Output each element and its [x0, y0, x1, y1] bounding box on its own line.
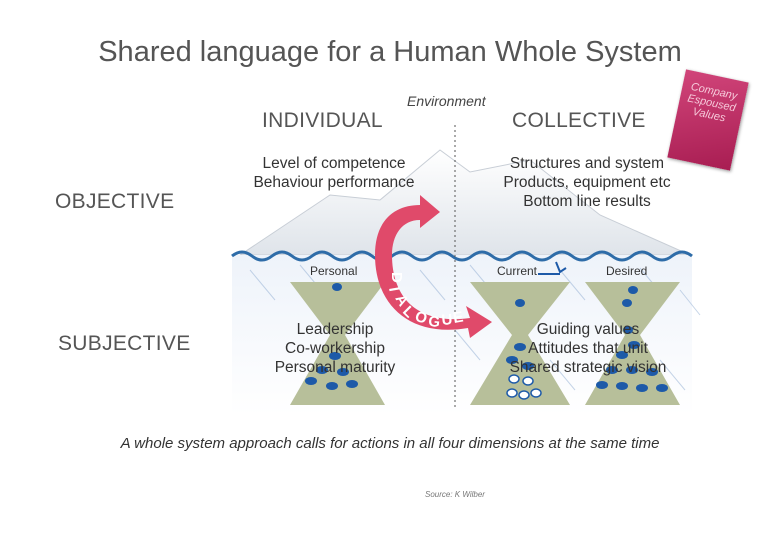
quadrant-individual-subjective: Leadership Co-workership Personal maturi… [240, 320, 430, 377]
quadrant-line: Guiding values [536, 321, 640, 338]
hourglass-personal [290, 282, 385, 405]
hollow-beads [506, 374, 542, 400]
quadrant-collective-subjective: Guiding values Attitudes that unit Share… [478, 320, 698, 377]
pointer-hand-icon [538, 261, 567, 275]
row-subjective: SUBJECTIVE [58, 332, 191, 355]
dialogue-letter-d: D [388, 272, 405, 283]
quadrant-line: Bottom line results [523, 193, 651, 210]
quadrant-line: Co-workership [285, 340, 385, 357]
iceberg-tip [238, 149, 691, 256]
quadrant-line: Personal maturity [274, 359, 396, 376]
hourglass-label-desired: Desired [606, 264, 648, 278]
dialogue-letter-g: G [428, 313, 441, 331]
environment-label: Environment [407, 93, 486, 109]
column-individual: INDIVIDUAL [262, 109, 383, 132]
page-title: Shared language for a Human Whole System [98, 36, 682, 68]
water-line [231, 250, 693, 262]
dialogue-arrow [375, 195, 492, 338]
water-streaks [249, 264, 701, 391]
beads [305, 283, 668, 392]
column-collective: COLLECTIVE [512, 109, 646, 132]
quadrant-line: Structures and system [509, 155, 665, 172]
quadrant-line: Level of competence [262, 155, 406, 172]
hourglass-label-personal: Personal [310, 264, 358, 278]
quadrant-line: Attitudes that unit [528, 340, 648, 357]
dialogue-letter-i: I [385, 286, 402, 293]
quadrant-line: Leadership [296, 321, 374, 338]
dialogue-letter-u: U [441, 311, 453, 329]
quadrant-line: Products, equipment etc [503, 174, 671, 191]
quadrant-line: Shared strategic vision [509, 359, 667, 376]
dialogue-letter-e: E [452, 308, 465, 326]
source-credit: Source: K Wilber [425, 490, 485, 499]
hourglass-label-current: Current [497, 264, 538, 278]
row-objective: OBJECTIVE [55, 190, 175, 213]
quadrant-individual-objective: Level of competence Behaviour performanc… [226, 154, 442, 192]
quadrant-line: Behaviour performance [253, 174, 415, 191]
footer-note: A whole system approach calls for action… [120, 435, 660, 452]
quadrant-collective-objective: Structures and system Products, equipmen… [472, 154, 702, 211]
